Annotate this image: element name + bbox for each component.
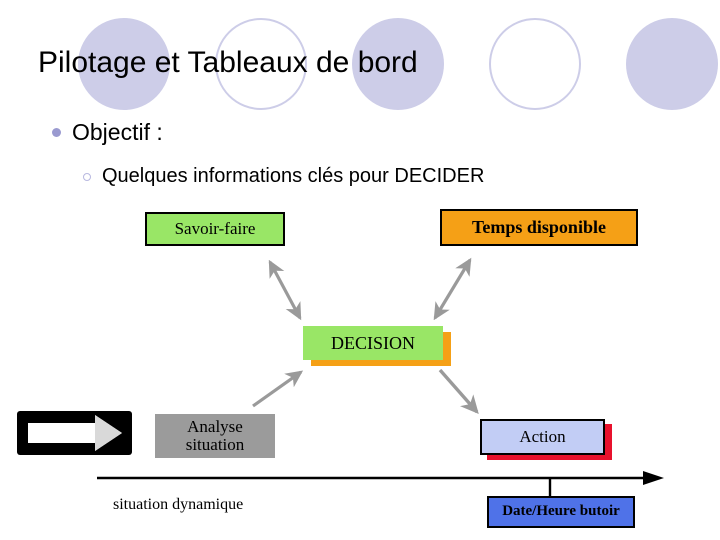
node-date-heure-butoir[interactable]: Date/Heure butoir <box>487 496 635 528</box>
node-analyse-situation-label-line2: situation <box>185 435 245 454</box>
node-decision-label: DECISION <box>331 332 415 353</box>
node-action[interactable]: Action <box>480 419 605 455</box>
connector-decision-action <box>438 368 479 415</box>
node-savoir-faire[interactable]: Savoir-faire <box>145 212 285 246</box>
connector-decision-temps-disponible <box>433 257 472 321</box>
bullet-ring-icon <box>83 172 91 181</box>
node-temps-disponible-label: Temps disponible <box>472 217 606 238</box>
bullet-dot-icon <box>52 128 61 137</box>
connector-analyse-decision <box>252 370 304 408</box>
bullet-objectif: Objectif : <box>52 119 163 146</box>
node-temps-disponible[interactable]: Temps disponible <box>440 209 638 246</box>
arrow-block-marker <box>17 411 132 455</box>
node-analyse-situation[interactable]: Analyse situation <box>155 414 275 458</box>
slide-title: Pilotage et Tableaux de bord <box>38 46 418 79</box>
bullet-quelques-informations-label: Quelques informations clés pour DECIDER <box>102 165 485 187</box>
timeline-label: situation dynamique <box>113 496 244 513</box>
connector-savoir-faire-decision <box>268 259 302 321</box>
node-savoir-faire-label: Savoir-faire <box>174 219 256 239</box>
bullet-objectif-label: Objectif : <box>72 119 163 145</box>
timeline-arrow-head-icon <box>643 471 664 485</box>
bullet-quelques-informations: Quelques informations clés pour DECIDER <box>83 165 484 188</box>
node-action-label: Action <box>519 427 566 447</box>
node-decision[interactable]: DECISION <box>303 326 443 360</box>
node-date-heure-butoir-label: Date/Heure butoir <box>502 503 620 520</box>
node-analyse-situation-label-line1: Analyse <box>187 417 243 437</box>
